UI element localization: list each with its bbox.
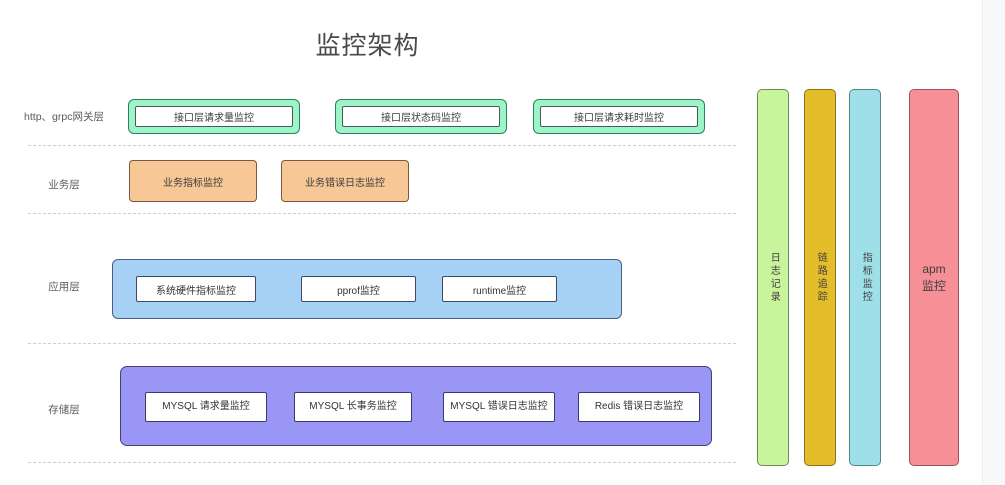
layer-label-business: 业务层 [48,179,80,191]
layer-label-application: 应用层 [48,281,80,293]
storage-item-mysql-long-transaction[interactable]: MYSQL 长事务监控 [294,392,412,422]
pillar-label: 指标监控 [860,251,872,304]
separator-gateway-business [28,145,736,146]
pillar-metrics[interactable]: 指标监控 [849,89,881,466]
storage-item-mysql-request-volume[interactable]: MYSQL 请求量监控 [145,392,267,422]
gateway-item-request-volume[interactable]: 接口层请求量监控 [128,99,300,134]
pillar-label: 日志记录 [768,251,780,304]
application-item-hardware-metrics[interactable]: 系统硬件指标监控 [136,276,256,302]
gateway-item-latency[interactable]: 接口层请求耗时监控 [533,99,705,134]
layer-label-storage: 存储层 [48,404,80,416]
right-panel-divider [982,0,983,485]
storage-item-mysql-error-log[interactable]: MYSQL 错误日志监控 [443,392,555,422]
separator-application-storage [28,343,736,344]
pillar-trace[interactable]: 链路追踪 [804,89,836,466]
application-item-runtime[interactable]: runtime监控 [442,276,557,302]
gateway-item-label: 接口层请求耗时监控 [540,106,698,127]
application-item-pprof[interactable]: pprof监控 [301,276,416,302]
gateway-item-label: 接口层状态码监控 [342,106,500,127]
gateway-item-status-code[interactable]: 接口层状态码监控 [335,99,507,134]
pillar-log-records[interactable]: 日志记录 [757,89,789,466]
gateway-item-label: 接口层请求量监控 [135,106,293,127]
pillar-label: 链路追踪 [815,251,827,304]
layer-label-gateway: http、grpc网关层 [24,111,104,123]
business-item-error-log[interactable]: 业务错误日志监控 [281,160,409,202]
separator-business-application [28,213,736,214]
business-item-metrics[interactable]: 业务指标监控 [129,160,257,202]
page-title: 监控架构 [315,32,420,60]
separator-storage-bottom [28,462,736,463]
storage-item-redis-error-log[interactable]: Redis 错误日志监控 [578,392,700,422]
right-panel-strip [982,0,1005,485]
